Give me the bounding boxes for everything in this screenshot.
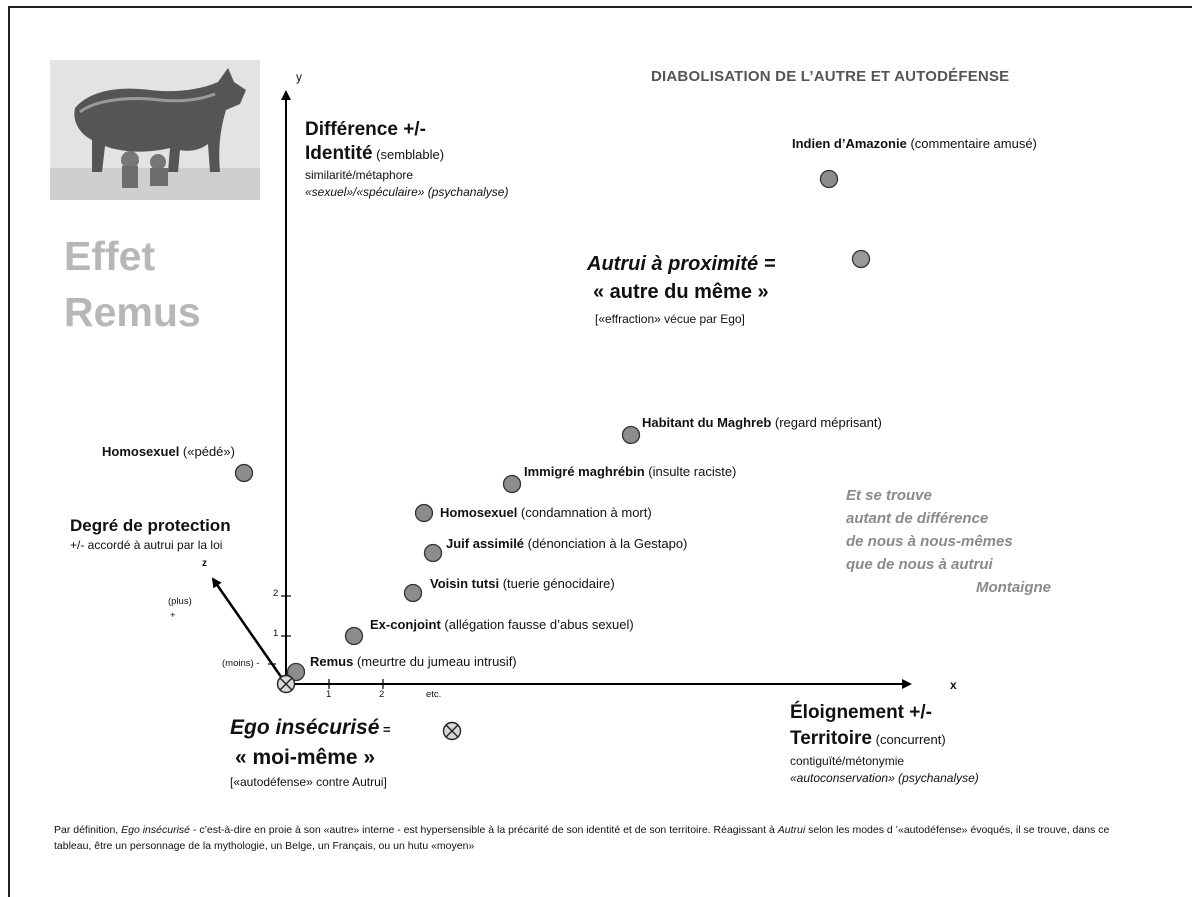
x-tick-label-2: 2 [379,689,385,700]
z-axis-letter: z [202,558,207,569]
ego-title-line: Ego insécurisé = [230,716,391,739]
label-homosexuel-mort: Homosexuel (condamnation à mort) [440,505,652,520]
z-moins-label: (moins) - [222,658,260,669]
quote-line1: Et se trouve [846,487,932,504]
point-homosexuel-mort [414,503,434,523]
label-homosexuel-pede: Homosexuel («pédé») [102,444,235,459]
ego-note: [«autodéfense» contre Autrui] [230,775,387,789]
autrui-block: Autrui à proximité = « autre du même » [… [587,250,775,332]
effet-line1: Effet [64,233,156,279]
x-axis-letter: x [950,678,957,692]
montaigne-quote: Et se trouve autant de différence de nou… [846,484,1051,599]
quote-line4: que de nous à autrui [846,556,993,573]
label-ex-conjoint: Ex-conjoint (allégation fausse d’abus se… [370,617,634,632]
autrui-title: Autrui à proximité = [587,253,776,275]
y-title-line1: Différence +/- [305,119,426,140]
label-habitant-maghreb: Habitant du Maghreb (regard méprisant) [642,415,882,430]
autrui-line2: « autre du même » [593,281,769,303]
z-subtitle: +/- accordé à autrui par la loi [70,538,223,552]
label-juif-assimile: Juif assimilé (dénonciation à la Gestapo… [446,536,688,551]
x-title-line1: Éloignement +/- [790,702,932,723]
label-indien-amazonie: Indien d’Amazonie (commentaire amusé) [792,136,1037,151]
z-plus-sign: + [170,610,176,621]
point-habitant-maghreb [621,425,641,445]
y-title-line3: similarité/métaphore [305,168,414,182]
x-title-line4: «autoconservation» (psychanalyse) [790,771,979,785]
quote-line2: autant de différence [846,510,989,527]
autrui-note: [«effraction» vécue par Ego] [595,312,745,326]
label-immigre-maghrebin: Immigré maghrébin (insulte raciste) [524,464,737,479]
x-axis-title: Éloignement +/- Territoire (concurrent) … [790,700,979,787]
ego-legend-symbol [442,721,462,741]
point-juif-assimile [423,543,443,563]
x-tick-label-1: 1 [326,689,332,700]
y-axis-letter: y [296,70,302,84]
point-autrui-proximite [851,249,871,269]
z-plus-label: (plus) [168,596,192,607]
z-title: Degré de protection [70,516,231,535]
y-title-line2: Identité (semblable) [305,143,445,164]
ego-line2: « moi-même » [235,746,376,769]
ego-origin-symbol [276,674,296,694]
y-title-line4: «sexuel»/«spéculaire» (psychanalyse) [305,185,509,199]
z-axis-title: Degré de protection +/- accordé à autrui… [70,514,231,553]
point-voisin-tutsi [403,583,423,603]
y-tick-label-2: 2 [273,588,279,599]
diagram-frame [8,6,1192,897]
quote-line3: de nous à nous-mêmes [846,533,1013,550]
x-title-line2: Territoire (concurrent) [790,728,946,749]
x-title-line3: contiguïté/métonymie [790,754,905,768]
label-remus: Remus (meurtre du jumeau intrusif) [310,654,517,669]
z-axis-line [211,577,288,685]
point-ex-conjoint [344,626,364,646]
y-tick-label-1: 1 [273,628,279,639]
effet-line2: Remus [64,289,201,335]
capitoline-wolf-image [50,60,260,200]
point-homosexuel-pede [234,463,254,483]
x-tick-label-etc: etc. [426,689,442,700]
point-indien-amazonie [819,169,839,189]
point-remus [286,662,306,682]
y-axis-title: Différence +/- Identité (semblable) simi… [305,118,508,201]
label-voisin-tutsi: Voisin tutsi (tuerie génocidaire) [430,576,615,591]
quote-author: Montaigne [976,579,1051,596]
ego-block: Ego insécurisé = « moi-même » [«autodéfe… [230,714,391,792]
diagram-title: DIABOLISATION DE L’AUTRE ET AUTODÉFENSE [651,68,1010,85]
point-immigre-maghrebin [502,474,522,494]
footer-text: Par définition, Ego insécurisé - c’est-à… [54,824,1110,852]
effet-remus-heading: Effet Remus [64,228,201,340]
